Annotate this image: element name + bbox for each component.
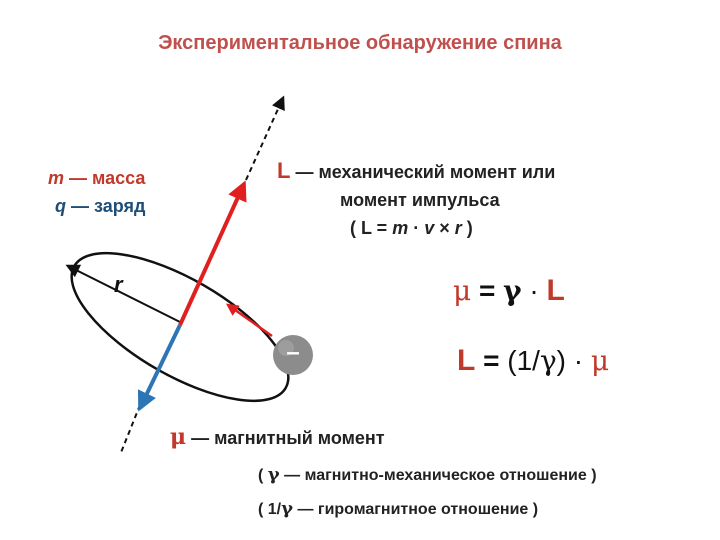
gamma-note: ( γ — магнитно-механическое отношение ) [258, 464, 597, 485]
formula-mu-equals-gamma-L: μ = γ · L [453, 274, 565, 308]
spin-axis-upper [245, 95, 285, 181]
mu-vector [137, 324, 182, 412]
electron-highlight [278, 340, 294, 356]
formula2-gamma: γ [539, 344, 557, 377]
mass-symbol: m [48, 168, 65, 188]
mass-label: m — масса [48, 168, 145, 189]
radius-label: r [114, 272, 123, 297]
charge-label: q — заряд [55, 196, 145, 217]
formula1-gamma: γ [503, 274, 522, 307]
formula2-dot: · [566, 345, 591, 376]
formula2-mu: μ [590, 344, 610, 377]
formula1-dot: · [521, 275, 547, 306]
mass-text: — масса [64, 168, 146, 188]
electron-sign: – [286, 339, 300, 366]
formula2-close: ) [556, 345, 566, 376]
rotation-direction-arrow [225, 303, 273, 338]
formula2-inv: (1/ [507, 345, 540, 376]
inverse-gamma-note: ( 1/γ — гиромагнитное отношение ) [258, 498, 539, 519]
formula2-eq: = [475, 345, 508, 376]
L-symbol: L [277, 158, 291, 183]
formula1-L: L [546, 274, 565, 307]
formula1-eq: = [471, 275, 504, 306]
mu-description: μ — магнитный момент [170, 424, 385, 450]
formula-L-equals-inv-gamma-mu: L = (1/γ) · μ [457, 344, 609, 378]
L-vector [178, 180, 247, 326]
mu-symbol: μ [170, 424, 187, 450]
formula1-mu: μ [453, 274, 472, 307]
charge-symbol: q [55, 196, 66, 216]
L-description-line1: L — механический момент или [277, 158, 555, 184]
L-description-line2: момент импульса [340, 190, 500, 210]
L-formula: ( L = m · v × r ) [350, 218, 473, 238]
spin-axis-lower [119, 404, 141, 456]
formula2-L: L [457, 344, 476, 377]
slide-title: Экспериментальное обнаружение спина [158, 32, 562, 54]
L-text-line1: — механический момент или [290, 162, 556, 182]
charge-text: — заряд [66, 196, 146, 216]
mu-text: — магнитный момент [186, 428, 385, 448]
radius-arrow [65, 264, 181, 323]
